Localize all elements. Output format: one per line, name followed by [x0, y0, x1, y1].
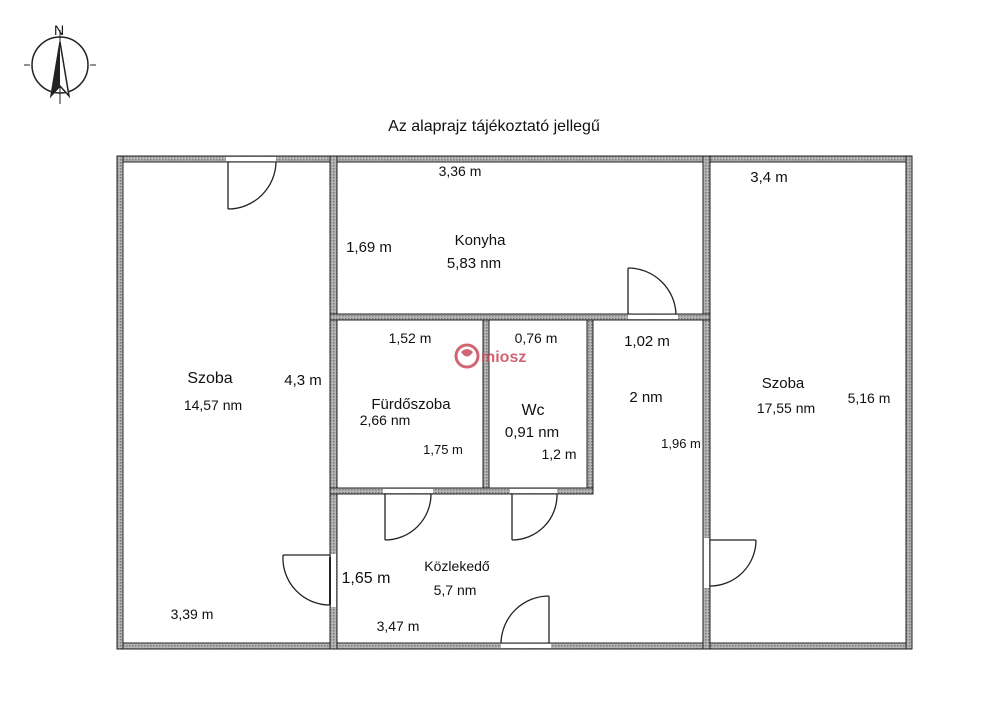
room-depth-wc: 1,2 m — [541, 446, 576, 462]
room-area-kozlekedo: 5,7 nm — [434, 582, 477, 598]
room-area-hall: 2 nm — [629, 389, 662, 406]
room-width-szoba-left: 3,39 m — [171, 606, 214, 622]
room-name-szoba-left: Szoba — [187, 370, 232, 387]
wall-right-room-divider — [702, 155, 711, 650]
wall-left — [116, 155, 124, 650]
wall-bath-bottom — [329, 487, 594, 495]
door-entrance — [500, 595, 550, 644]
room-area-szoba-right: 17,55 nm — [757, 400, 815, 416]
room-name-szoba-right: Szoba — [762, 375, 805, 392]
north-arrow-icon — [24, 30, 96, 104]
room-name-wc: Wc — [521, 402, 544, 419]
room-area-furdoszoba: 2,66 nm — [360, 412, 411, 428]
watermark-logo: miosz — [454, 343, 526, 369]
door-kitchen — [627, 267, 677, 315]
wall-kitchen-bottom — [329, 313, 711, 321]
door-left-room-bottom — [282, 554, 331, 606]
room-width-furdoszoba: 1,52 m — [389, 330, 432, 346]
room-area-wc: 0,91 nm — [505, 424, 559, 441]
room-area-konyha: 5,83 nm — [447, 255, 501, 272]
room-width-wc: 0,76 m — [515, 330, 558, 346]
wall-bath-wc — [482, 317, 490, 493]
door-bathroom — [384, 493, 432, 541]
room-depth-furdoszoba: 1,75 m — [423, 442, 463, 457]
room-width-szoba-right: 3,4 m — [750, 169, 788, 186]
doors — [227, 161, 757, 644]
room-depth-kozlekedo: 1,65 m — [342, 570, 391, 587]
compass-north-label: N — [54, 22, 64, 38]
room-width-hall: 1,02 m — [624, 333, 670, 350]
room-name-furdoszoba: Fürdőszoba — [371, 396, 451, 413]
wall-wc-hall — [586, 317, 594, 495]
room-area-szoba-left: 14,57 nm — [184, 397, 242, 413]
door-left-room-top — [227, 161, 277, 210]
watermark-text: miosz — [481, 349, 526, 366]
door-openings — [226, 157, 709, 648]
room-width-konyha: 3,36 m — [439, 163, 482, 179]
door-right-room — [709, 539, 757, 587]
room-name-kozlekedo: Közlekedő — [424, 558, 490, 574]
plan-title: Az alaprajz tájékoztató jellegű — [388, 118, 600, 135]
door-wc — [511, 493, 558, 541]
wall-left-room-divider — [329, 155, 338, 650]
wall-right — [905, 155, 913, 650]
room-length-szoba-right: 5,16 m — [848, 390, 891, 406]
room-width-kozlekedo: 3,47 m — [377, 618, 420, 634]
room-name-konyha: Konyha — [455, 232, 507, 249]
room-depth-hall: 1,96 m — [661, 436, 701, 451]
room-depth-konyha: 1,69 m — [346, 239, 392, 256]
room-length-szoba-left: 4,3 m — [284, 372, 322, 389]
